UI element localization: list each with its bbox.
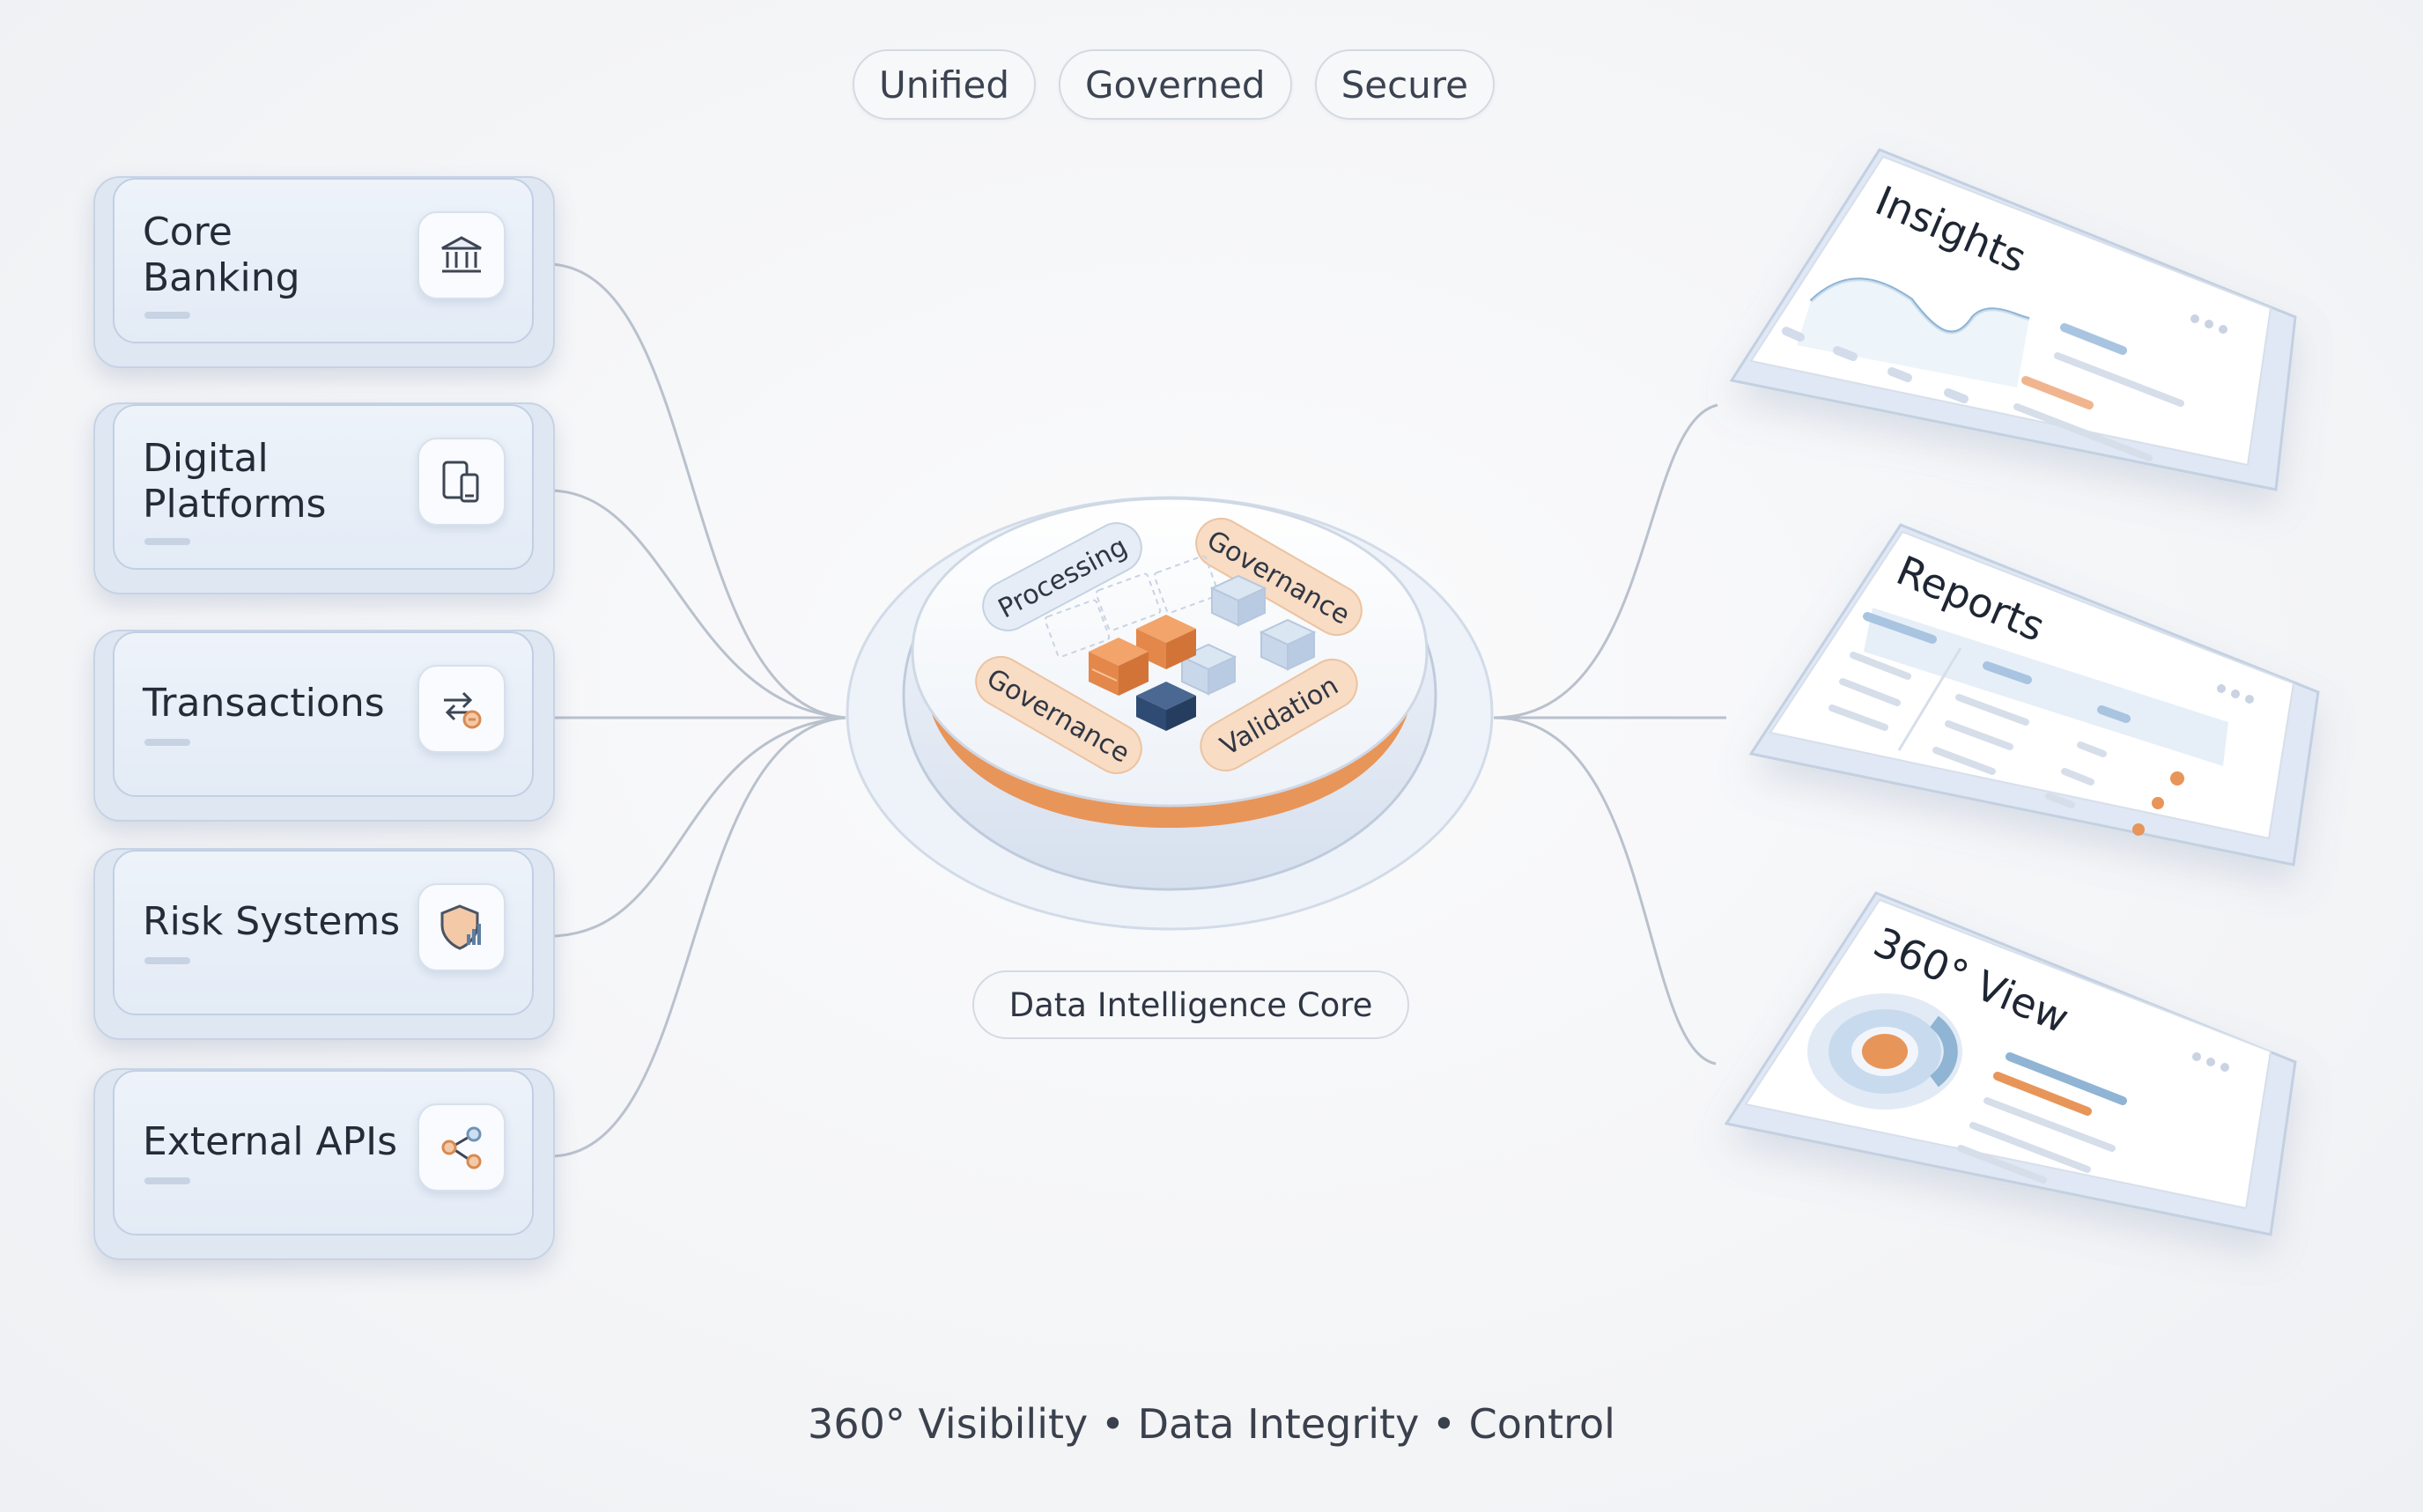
core-caption: Data Intelligence Core xyxy=(972,970,1409,1039)
connector-digital-platforms xyxy=(550,489,846,719)
card-face: Risk Systems xyxy=(113,850,534,1015)
source-label: Risk Systems xyxy=(143,899,401,944)
connector-360-view xyxy=(1493,716,1717,1066)
card-face: External APIs xyxy=(113,1070,534,1235)
connector-insights xyxy=(1493,403,1718,719)
card-accent-bar xyxy=(144,739,190,746)
connector-risk-systems xyxy=(550,716,846,938)
bank-icon xyxy=(417,211,506,299)
card-accent-bar xyxy=(144,1177,190,1184)
source-label: External APIs xyxy=(143,1119,398,1164)
source-label: Digital Platforms xyxy=(143,436,327,527)
source-card-risk-systems[interactable]: Risk Systems xyxy=(93,848,555,1040)
source-card-digital-platforms[interactable]: Digital Platforms xyxy=(93,402,555,594)
footer-tagline: 360° Visibility • Data Integrity • Contr… xyxy=(808,1400,1615,1448)
source-label: Core Banking xyxy=(143,210,300,300)
devices-icon xyxy=(417,438,506,526)
tag-governed: Governed xyxy=(1058,49,1292,120)
data-cubes xyxy=(1044,555,1317,731)
tag-unified: Unified xyxy=(853,49,1036,120)
share-icon xyxy=(417,1103,506,1191)
shield-chart-icon xyxy=(417,883,506,971)
source-card-core-banking[interactable]: Core Banking xyxy=(93,176,555,368)
source-label: Transactions xyxy=(143,681,385,726)
source-card-transactions[interactable]: Transactions xyxy=(93,630,555,822)
output-panel-insights: Insights xyxy=(1729,148,2297,491)
connector-core-banking xyxy=(550,262,846,719)
source-card-external-apis[interactable]: External APIs xyxy=(93,1068,555,1260)
transfer-icon xyxy=(417,665,506,753)
output-panel-reports: Reports xyxy=(1748,523,2320,867)
card-accent-bar xyxy=(144,538,190,545)
card-face: Digital Platforms xyxy=(113,404,534,570)
card-face: Core Banking xyxy=(113,178,534,343)
card-accent-bar xyxy=(144,957,190,964)
top-tags: Unified Governed Secure xyxy=(853,49,1495,120)
tag-secure: Secure xyxy=(1314,49,1495,120)
card-face: Transactions xyxy=(113,631,534,797)
output-panel-360-view: 360° View xyxy=(1724,891,2297,1236)
card-accent-bar xyxy=(144,312,190,319)
connector-external-apis xyxy=(550,716,846,1158)
